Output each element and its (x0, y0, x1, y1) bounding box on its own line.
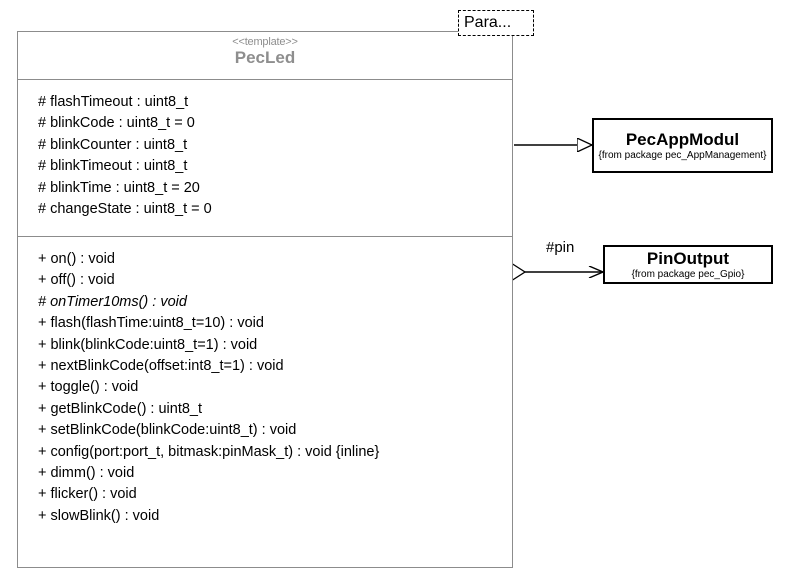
association-role-label-pin: #pin (546, 239, 575, 256)
attributes-compartment: # flashTimeout : uint8_t # blinkCode : u… (18, 80, 512, 237)
attribute-row: # changeState : uint8_t = 0 (38, 201, 212, 218)
class-box-pinoutput[interactable]: PinOutput {from package pec_Gpio} (603, 245, 773, 284)
class-package-pecappmodul: {from package pec_AppManagement} (598, 149, 767, 161)
operation-row-abstract: # onTimer10ms() : void (38, 293, 187, 310)
operation-row: + slowBlink() : void (38, 507, 160, 524)
class-name-pinoutput: PinOutput (646, 248, 730, 268)
attribute-row: # blinkCode : uint8_t = 0 (38, 115, 195, 132)
class-package-pinoutput: {from package pec_Gpio} (631, 268, 745, 280)
attribute-row: # blinkTime : uint8_t = 20 (38, 179, 200, 196)
operation-row: + blink(blinkCode:uint8_t=1) : void (38, 336, 258, 353)
operations-compartment: + on() : void + off() : void # onTimer10… (18, 237, 512, 537)
operation-row: + setBlinkCode(blinkCode:uint8_t) : void (38, 422, 297, 439)
operation-row: + dimm() : void (38, 465, 135, 482)
operation-row: + getBlinkCode() : uint8_t (38, 400, 203, 417)
template-parameter-box[interactable]: Para... (458, 10, 534, 36)
operation-row: + toggle() : void (38, 379, 139, 396)
operation-row: + config(port:port_t, bitmask:pinMask_t)… (38, 443, 380, 460)
operation-row: + off() : void (38, 272, 115, 289)
class-name-pecled: PecLed (234, 48, 296, 67)
operation-row: + on() : void (38, 251, 115, 267)
class-box-pecled[interactable]: <<template>> PecLed # flashTimeout : uin… (17, 31, 513, 568)
class-header-pecled: <<template>> PecLed (18, 32, 512, 80)
operation-row: + nextBlinkCode(offset:int8_t=1) : void (38, 358, 284, 375)
attribute-row: # blinkTimeout : uint8_t (38, 158, 188, 175)
attribute-row: # flashTimeout : uint8_t (38, 94, 189, 110)
class-name-pecappmodul: PecAppModul (625, 129, 740, 149)
operation-row: + flicker() : void (38, 486, 137, 503)
operation-row: + flash(flashTime:uint8_t=10) : void (38, 315, 264, 332)
class-box-pecappmodul[interactable]: PecAppModul {from package pec_AppManagem… (592, 118, 773, 173)
class-stereotype: <<template>> (232, 36, 298, 48)
attribute-row: # blinkCounter : uint8_t (38, 136, 188, 153)
